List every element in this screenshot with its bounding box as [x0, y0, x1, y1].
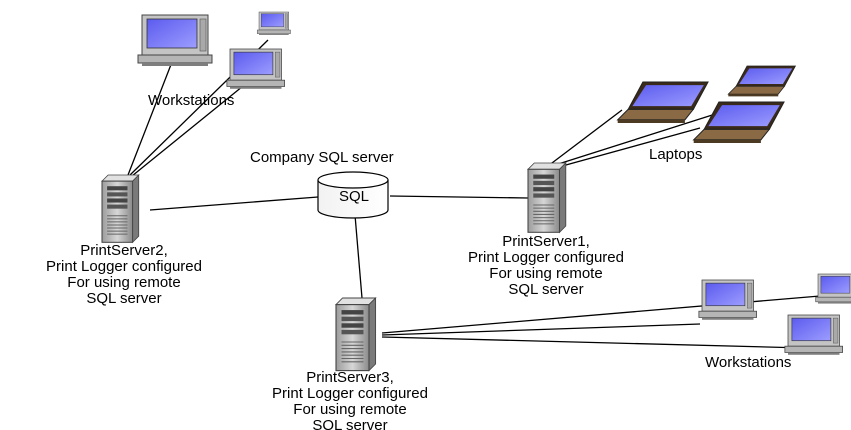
workstation-computer-icon — [226, 48, 285, 90]
printserver3-line3: For using remote — [293, 401, 407, 418]
printserver3-line4: SQL server — [312, 417, 388, 430]
printserver1-line4: SQL server — [508, 281, 584, 298]
printserver1-line1: PrintServer1, — [502, 233, 590, 250]
sql-badge-label: SQL — [338, 188, 369, 205]
link-ps2-ws3 — [131, 81, 249, 177]
print-server-icon — [527, 162, 567, 233]
print-server-icon — [101, 174, 140, 243]
link-ps1-laptop1 — [547, 109, 623, 167]
link-ps2-ws1 — [127, 61, 173, 176]
printserver1-line3: For using remote — [489, 265, 603, 282]
link-ps2-sql — [149, 196, 319, 211]
workstation-computer-icon — [815, 273, 851, 304]
printserver3-label: PrintServer3, Print Logger configured Fo… — [230, 370, 470, 430]
printserver1-label: PrintServer1, Print Logger configured Fo… — [426, 234, 666, 298]
printserver3-line1: PrintServer3, — [306, 369, 394, 386]
workstations-top-label: Workstations — [148, 92, 235, 109]
link-ps1-laptop2 — [551, 109, 729, 167]
sql-server-title: Company SQL server — [250, 149, 394, 166]
workstation-computer-icon — [698, 279, 757, 321]
printserver3-line2: Print Logger configured — [272, 385, 428, 402]
printserver2-label: PrintServer2, Print Logger configured Fo… — [4, 243, 244, 307]
laptop-icon — [727, 65, 796, 97]
print-server-icon — [335, 297, 377, 372]
workstation-computer-icon — [784, 314, 843, 356]
workstation-computer-icon — [256, 11, 291, 36]
link-ps1-laptop3 — [554, 127, 701, 169]
link-ps3-ws3 — [381, 336, 806, 349]
workstations-bottom-label: Workstations — [705, 354, 792, 371]
link-sql-ps3 — [354, 214, 363, 299]
printserver2-line2: Print Logger configured — [46, 258, 202, 275]
laptop-icon — [693, 101, 785, 144]
link-ps3-ws2 — [381, 323, 701, 336]
printserver1-line2: Print Logger configured — [468, 249, 624, 266]
laptops-label: Laptops — [649, 146, 703, 163]
printserver2-line4: SQL server — [86, 290, 162, 307]
printserver2-line1: PrintServer2, — [80, 242, 168, 259]
sql-database-icon — [317, 171, 389, 219]
workstation-computer-icon — [137, 14, 213, 67]
printserver2-line3: For using remote — [67, 274, 181, 291]
laptop-icon — [617, 81, 709, 124]
link-sql-ps1 — [389, 195, 529, 199]
